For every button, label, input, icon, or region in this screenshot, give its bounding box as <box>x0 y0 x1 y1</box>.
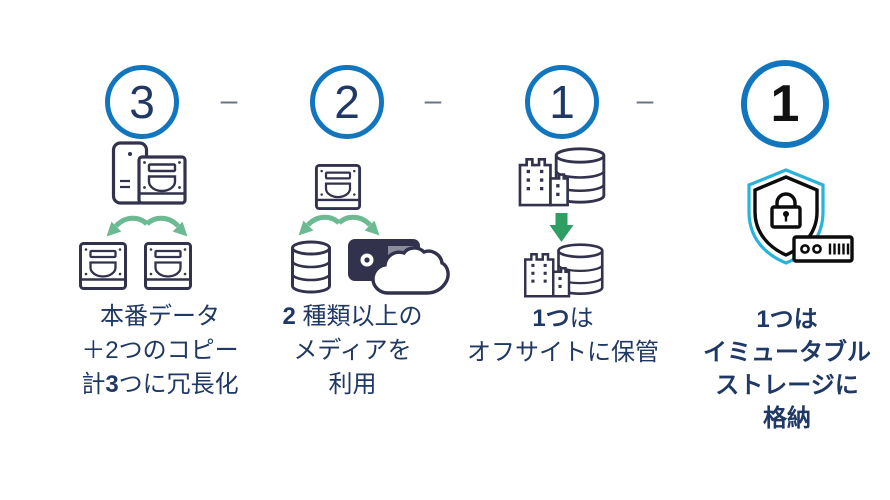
caption-line: イミュータブル <box>703 339 871 366</box>
caption-line: 利用 <box>328 371 377 398</box>
database-icon <box>288 240 334 294</box>
caption-line: 計3つに冗長化 <box>81 371 239 398</box>
shield-lock-storage-group <box>740 164 856 274</box>
shield-outer-cyan-icon <box>747 168 825 265</box>
building-database-group <box>520 242 604 298</box>
caption-line: 1つは <box>532 305 594 332</box>
disk-drive-icon <box>314 163 362 211</box>
split-arrows-icon <box>293 214 385 242</box>
storage-device-icon <box>792 235 854 263</box>
step-number: 1 <box>549 76 575 128</box>
step-circle-2: 2 <box>310 65 384 139</box>
disk-drive-icon <box>78 241 128 291</box>
step-caption: 1つは イミュータブル ストレージに 格納 <box>692 303 882 435</box>
pc-tower-disk-group <box>110 141 188 215</box>
step-circle-1-offsite: 1 <box>525 65 599 139</box>
step-circle-1-immutable: 1 <box>741 60 829 148</box>
step-caption: 2 種類以上の メディアを 利用 <box>255 300 450 402</box>
step-circle-3: 3 <box>105 65 179 139</box>
caption-line: ＋2つのコピー <box>81 337 239 364</box>
caption-line: 格納 <box>763 405 811 432</box>
caption-line: メディアを <box>293 337 412 364</box>
step-number: 3 <box>129 76 155 128</box>
cloud-icon <box>371 246 450 295</box>
step-caption: 本番データ ＋2つのコピー 計3つに冗長化 <box>60 300 260 402</box>
down-arrow-icon <box>549 213 574 243</box>
separator-dash: – <box>636 84 654 117</box>
caption-line: 本番データ <box>100 303 220 330</box>
caption-line: 2 種類以上の <box>282 303 423 330</box>
caption-line: 1つは <box>756 306 818 333</box>
separator-dash: – <box>220 84 238 117</box>
building-database-group <box>514 146 606 207</box>
step-number: 2 <box>334 76 360 128</box>
step-number: 1 <box>770 75 800 133</box>
separator-dash: – <box>424 84 442 117</box>
disk-drive-icon <box>143 241 193 291</box>
tape-cloud-group <box>346 235 452 297</box>
building-icon <box>518 158 569 207</box>
building-icon <box>524 253 571 298</box>
caption-line: ストレージに <box>715 372 859 399</box>
caption-line: オフサイトに保管 <box>467 339 659 366</box>
split-arrows-icon <box>101 215 193 243</box>
step-caption: 1つは オフサイトに保管 <box>463 302 663 370</box>
lock-icon <box>770 192 802 229</box>
disk-drive-icon <box>137 155 187 205</box>
